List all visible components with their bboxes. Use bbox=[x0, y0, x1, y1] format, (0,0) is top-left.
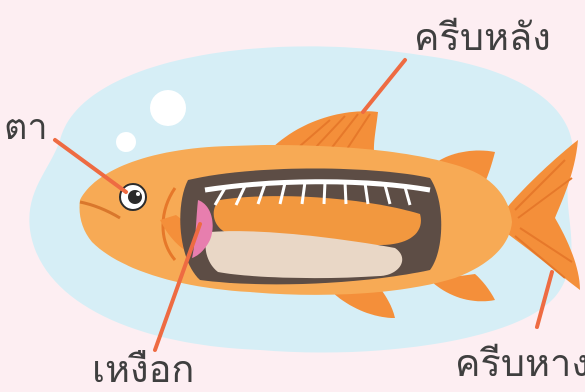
eye-pupil bbox=[128, 190, 142, 204]
bubble-large bbox=[150, 90, 186, 126]
label-gills: เหงือก bbox=[92, 350, 194, 388]
label-eye: ตา bbox=[4, 110, 48, 146]
bubble-small bbox=[116, 132, 136, 152]
label-dorsal-fin: ครีบหลัง bbox=[414, 18, 551, 56]
eye-glint bbox=[136, 192, 140, 196]
label-tail-fin: ครีบหาง bbox=[455, 344, 585, 382]
